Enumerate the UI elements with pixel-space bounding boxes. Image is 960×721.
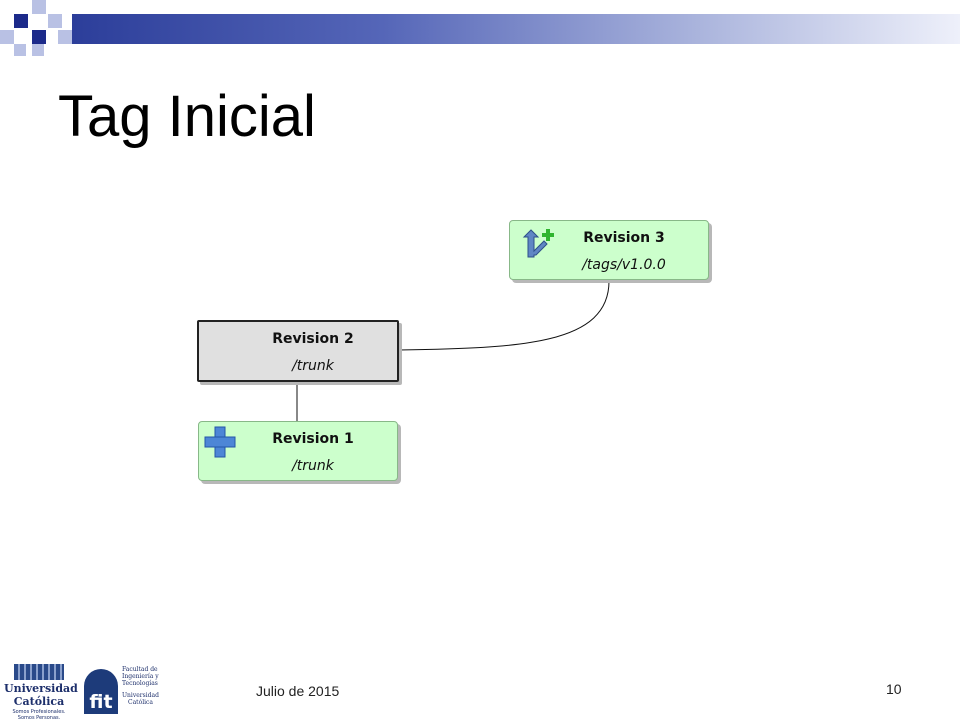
- revision-path: /trunk: [292, 358, 334, 374]
- header-square: [32, 30, 46, 44]
- header-square: [32, 44, 44, 56]
- revision-label: Revision 3: [583, 230, 665, 246]
- building-icon: [14, 664, 64, 680]
- edge-rev2-rev3: [398, 279, 610, 351]
- revision-label: Revision 1: [272, 431, 354, 447]
- header-square: [14, 14, 28, 28]
- revision-path: /trunk: [292, 458, 334, 474]
- header-square: [58, 30, 72, 44]
- logo-tagline: Somos Profesionales. Somos Personas.: [12, 709, 66, 721]
- svg-text:fit: fit: [89, 691, 112, 713]
- footer-date: Julio de 2015: [256, 683, 340, 699]
- logo-text: Facultad de: [122, 666, 158, 673]
- revision-node-selected[interactable]: Revision 2 /trunk: [197, 320, 399, 382]
- tag-add-icon: [522, 227, 556, 266]
- header-square: [0, 30, 14, 44]
- revision-label: Revision 2: [272, 331, 354, 347]
- page-title: Tag Inicial: [58, 84, 316, 149]
- page-number: 10: [886, 681, 902, 697]
- revision-node[interactable]: Revision 1 /trunk: [198, 421, 398, 481]
- header-square: [48, 14, 62, 28]
- header-square: [32, 0, 46, 14]
- logo-text: Ingeniería y: [122, 673, 159, 680]
- logo-text: Católica: [128, 699, 153, 706]
- logo-text: Universidad: [4, 682, 78, 695]
- header-gradient-band: [72, 14, 960, 44]
- universidad-catolica-logo: Universidad Católica Somos Profesionales…: [4, 662, 78, 721]
- logo-text: Tecnologías: [122, 680, 158, 687]
- revision-node[interactable]: Revision 3 /tags/v1.0.0: [509, 220, 709, 280]
- header-square: [14, 44, 26, 56]
- fit-emblem-icon: fit: [84, 669, 118, 714]
- revision-path: /tags/v1.0.0: [582, 257, 666, 273]
- logo-text: Universidad: [122, 692, 159, 699]
- plus-icon: [204, 426, 236, 463]
- logo-text: Católica: [13, 695, 65, 708]
- fit-logo: fit Facultad de Ingeniería y Tecnologías…: [80, 664, 170, 718]
